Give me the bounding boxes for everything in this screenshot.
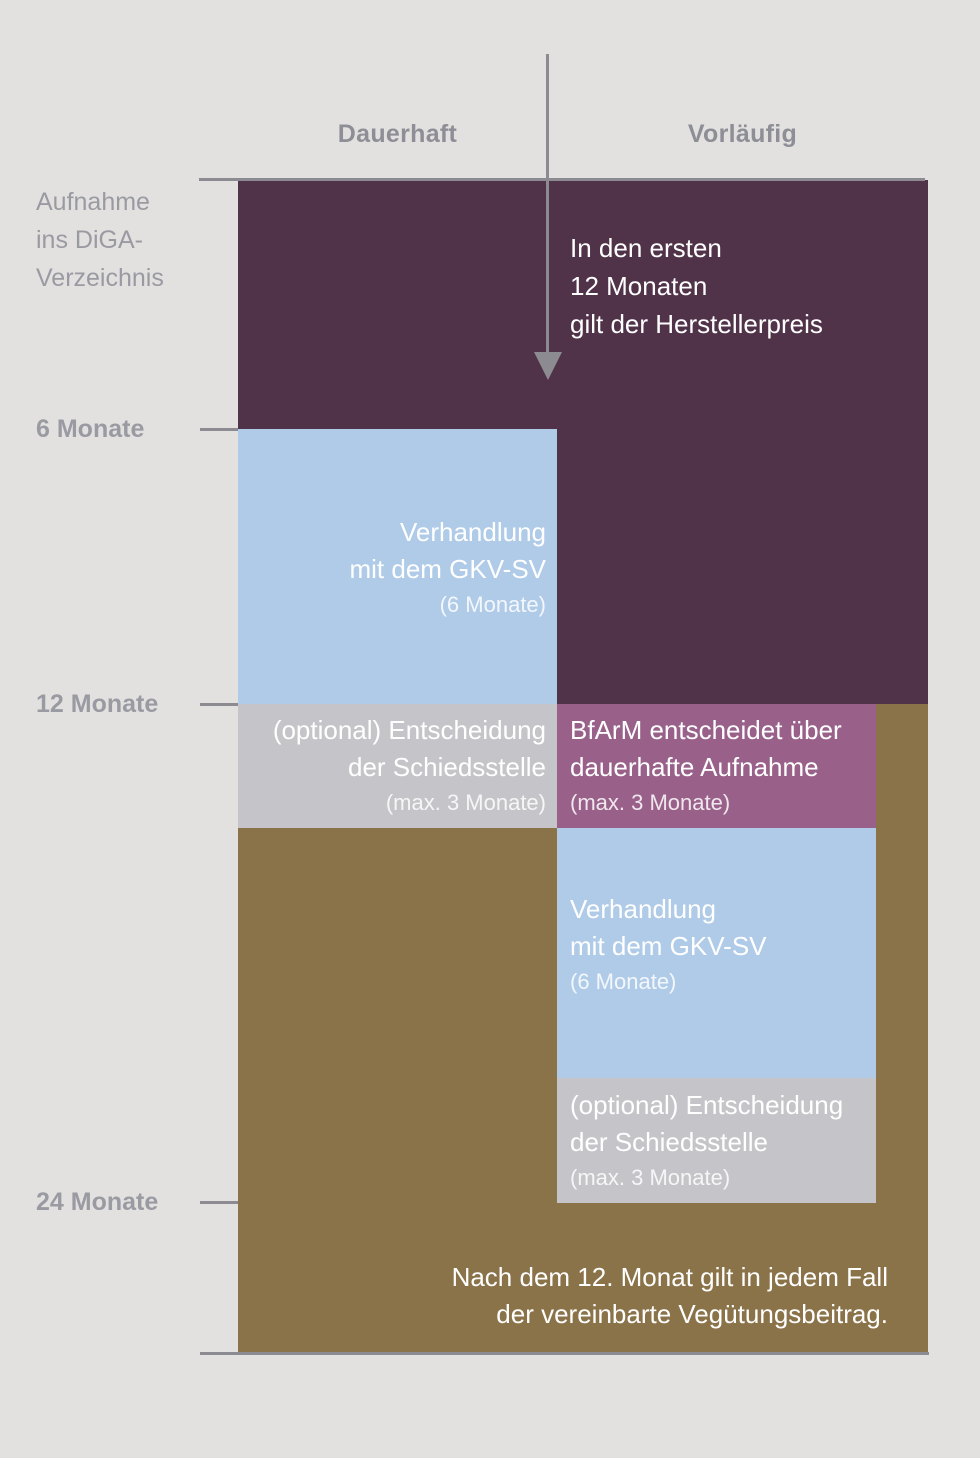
herstellerpreis-line1: In den ersten <box>570 233 722 263</box>
herstellerpreis-line3: gilt der Herstellerpreis <box>570 309 823 339</box>
bfarm-duration: (max. 3 Monate) <box>570 790 731 815</box>
tick-24-monate <box>200 1201 238 1204</box>
schiedsstelle-dauerhaft-line1: (optional) Entscheidung <box>272 715 546 745</box>
block-schiedsstelle-vorlaeufig <box>557 1078 876 1203</box>
bfarm-line1: BfArM entscheidet über <box>570 715 842 745</box>
column-header-vorlaeufig: Vorläufig <box>687 120 798 148</box>
timeline-start-label-line2: ins DiGA- <box>36 226 143 254</box>
schiedsstelle-dauerhaft-duration: (max. 3 Monate) <box>385 790 546 815</box>
tick-12-monate <box>200 703 238 706</box>
column-header-dauerhaft: Dauerhaft <box>337 120 458 148</box>
verhandlung-vorlaeufig-duration: (6 Monate) <box>570 969 677 994</box>
verguetung-text: Nach dem 12. Monat gilt in jedem Fall de… <box>228 1259 888 1333</box>
verhandlung-vorlaeufig-line1: Verhandlung <box>570 894 717 924</box>
schiedsstelle-dauerhaft-text: (optional) Entscheidung der Schiedsstell… <box>250 712 546 820</box>
timeline-start-label-line1: Aufnahme <box>36 188 150 216</box>
verhandlung-dauerhaft-line2: mit dem GKV-SV <box>349 554 547 584</box>
tick-6-monate <box>200 428 238 431</box>
timeline-end-line <box>200 1352 929 1355</box>
schiedsstelle-vorlaeufig-line2: der Schiedsstelle <box>570 1127 768 1157</box>
down-arrow-icon <box>534 352 562 380</box>
herstellerpreis-text: In den ersten 12 Monaten gilt der Herste… <box>570 229 920 343</box>
bfarm-text: BfArM entscheidet über dauerhafte Aufnah… <box>570 712 870 820</box>
timeline-start-label: Aufnahme ins DiGA- Verzeichnis <box>36 183 164 297</box>
block-bfarm-entscheidung <box>557 704 876 828</box>
schiedsstelle-vorlaeufig-duration: (max. 3 Monate) <box>570 1165 731 1190</box>
schiedsstelle-dauerhaft-line2: der Schiedsstelle <box>348 752 546 782</box>
verhandlung-dauerhaft-text: Verhandlung mit dem GKV-SV (6 Monate) <box>250 514 547 622</box>
bfarm-line2: dauerhafte Aufnahme <box>570 752 819 782</box>
timeline-start-label-line3: Verzeichnis <box>36 264 164 292</box>
timeline-label-6-monate: 6 Monate <box>36 415 145 443</box>
verhandlung-dauerhaft-line1: Verhandlung <box>399 517 546 547</box>
column-divider-arrow-line <box>546 54 549 352</box>
block-verhandlung-vorlaeufig <box>557 828 876 1078</box>
verguetung-line2: der vereinbarte Vegütungsbeitrag. <box>496 1299 888 1329</box>
herstellerpreis-line2: 12 Monaten <box>570 271 708 301</box>
block-verhandlung-dauerhaft <box>238 429 557 704</box>
verhandlung-vorlaeufig-line2: mit dem GKV-SV <box>570 931 767 961</box>
block-schiedsstelle-dauerhaft <box>238 704 557 828</box>
verguetung-line1: Nach dem 12. Monat gilt in jedem Fall <box>451 1262 888 1292</box>
timeline-start-line <box>199 178 925 181</box>
schiedsstelle-vorlaeufig-line1: (optional) Entscheidung <box>570 1090 844 1120</box>
schiedsstelle-vorlaeufig-text: (optional) Entscheidung der Schiedsstell… <box>570 1087 876 1195</box>
timeline-label-12-monate: 12 Monate <box>36 690 159 718</box>
timeline-label-24-monate: 24 Monate <box>36 1188 159 1216</box>
verhandlung-dauerhaft-duration: (6 Monate) <box>439 592 546 617</box>
verhandlung-vorlaeufig-text: Verhandlung mit dem GKV-SV (6 Monate) <box>570 891 870 999</box>
